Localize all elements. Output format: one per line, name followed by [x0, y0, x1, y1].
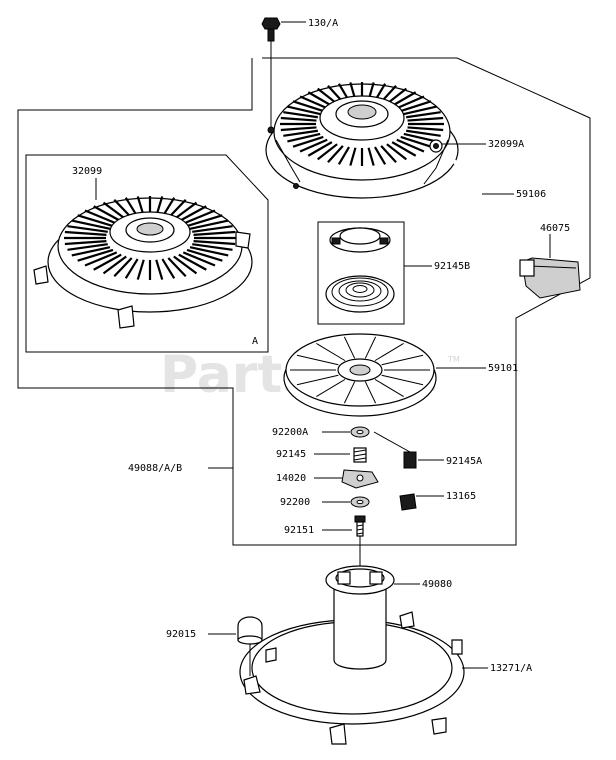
cap-nut-92015[interactable] [237, 616, 263, 676]
starter-cover-32099a[interactable] [265, 82, 459, 199]
callout-92145[interactable]: 92145 [276, 449, 306, 460]
callout-92145b[interactable]: 92145B [434, 261, 470, 272]
spring-case-92145b[interactable] [329, 227, 391, 253]
reel-59101[interactable] [283, 333, 437, 417]
callout-46075[interactable]: 46075 [540, 223, 570, 234]
recoil-spring-92145b[interactable] [325, 275, 395, 313]
callout-32099[interactable]: 32099 [72, 166, 102, 177]
watermark-tm: TM [447, 355, 460, 364]
callout-92200[interactable]: 92200 [280, 497, 310, 508]
reel-spokes [290, 336, 430, 404]
callout-92151[interactable]: 92151 [284, 525, 314, 536]
callout-32099a[interactable]: 32099A [488, 139, 524, 150]
starter-cover-32099[interactable] [33, 196, 253, 329]
starter-handle-46075[interactable] [519, 257, 581, 299]
callout-13165[interactable]: 13165 [446, 491, 476, 502]
callout-49088ab[interactable]: 49088/A/B [128, 463, 182, 474]
callout-13271a[interactable]: 13271/A [490, 663, 532, 674]
callout-49080[interactable]: 49080 [422, 579, 452, 590]
callout-14020[interactable]: 14020 [276, 473, 306, 484]
assembly-outline [17, 57, 591, 546]
inset-label: A [252, 336, 258, 347]
inset-frame [25, 154, 269, 353]
callout-92200a[interactable]: 92200A [272, 427, 308, 438]
bolt-130a[interactable] [261, 17, 281, 130]
spring-92145a[interactable] [403, 451, 417, 469]
spring-set-frame [317, 221, 405, 325]
callout-92145a[interactable]: 92145A [446, 456, 482, 467]
link-92145a [373, 431, 411, 453]
spring-92145[interactable] [353, 447, 367, 463]
washer-92200a[interactable] [350, 426, 370, 438]
callout-130a[interactable]: 130/A [308, 18, 338, 29]
cover-fan-ribs [280, 82, 444, 166]
ratchet-14020[interactable] [341, 469, 379, 489]
washer-92200[interactable] [350, 496, 370, 508]
callout-92015[interactable]: 92015 [166, 629, 196, 640]
callout-59106[interactable]: 59106 [516, 189, 546, 200]
pulley-49080[interactable] [325, 565, 395, 670]
bolt-92151[interactable] [354, 515, 366, 537]
callout-59101[interactable]: 59101 [488, 363, 518, 374]
guide-13165[interactable] [399, 493, 417, 511]
